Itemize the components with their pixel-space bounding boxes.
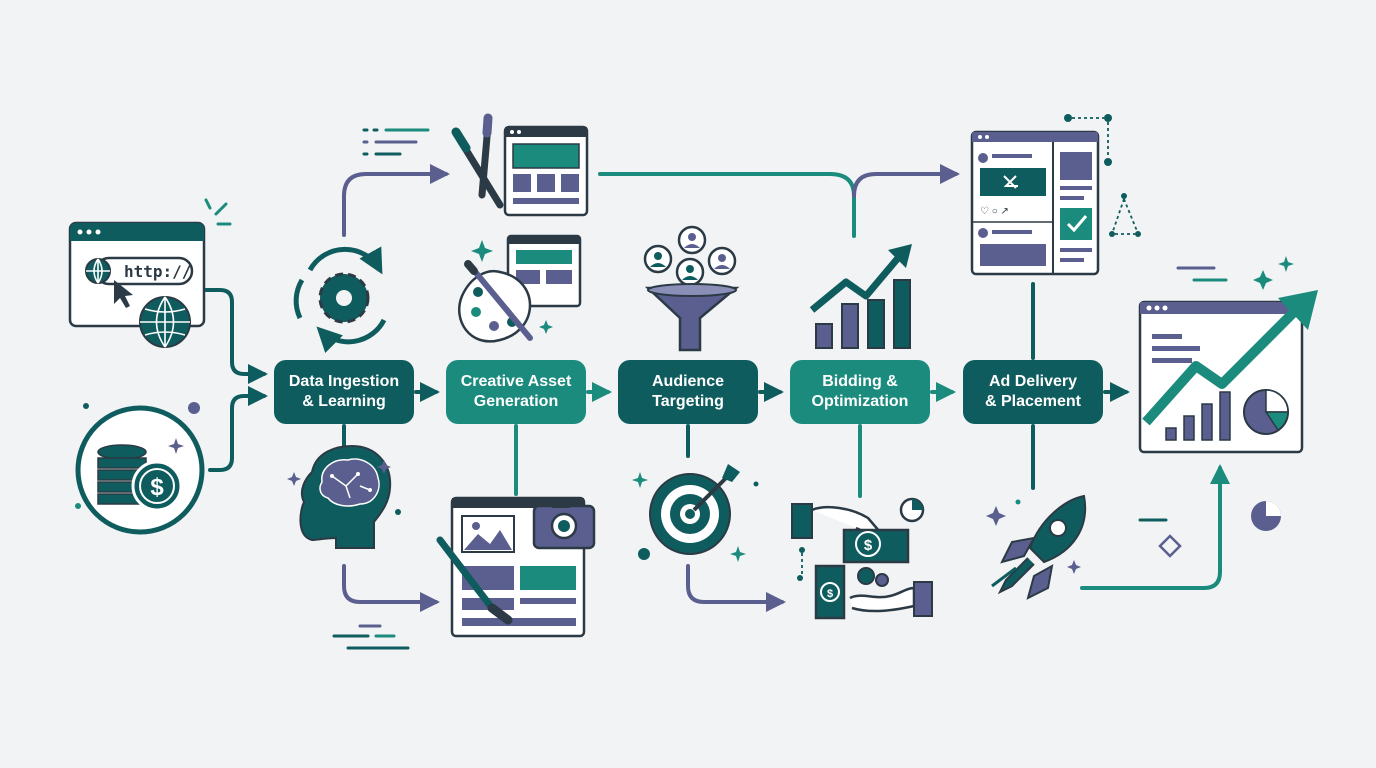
connector-rocket-to-output (1080, 464, 1230, 590)
connector-browser-to-ingestion (204, 288, 268, 384)
bill-dollar-symbol: $ (827, 588, 833, 600)
stage-label-line2: Targeting (652, 393, 724, 410)
stage-label-line1: Audience (651, 373, 724, 390)
stage-label-line1: Data Ingestion (288, 373, 400, 390)
stage-label-line2: Optimization (811, 393, 909, 410)
dollar-symbol: $ (150, 474, 164, 501)
social-feed-icon: ♡ ○ ↗ (970, 130, 1100, 276)
decorations (75, 128, 1294, 650)
sparkle-outline-icon (168, 438, 1081, 574)
connectors (204, 164, 1230, 612)
stage-label-line2: & Learning (302, 393, 386, 410)
globe-icon (139, 296, 191, 348)
stage-data-ingestion[interactable]: Data Ingestion & Learning (274, 360, 414, 424)
connector-coins-to-ingestion (208, 386, 268, 472)
stage-label-line1: Creative Asset (460, 373, 572, 390)
coins-dollar-icon: $ (75, 405, 205, 535)
brain-head-icon (299, 444, 392, 549)
media-editor-icon (436, 496, 596, 638)
reaction-icons: ♡ ○ ↗ (980, 206, 1009, 217)
url-text: http:// (124, 262, 191, 281)
connector-bidding-to-feed (852, 164, 960, 198)
stage-label-line1: Ad Delivery (988, 373, 1078, 390)
connector-brain-to-editor (342, 564, 440, 612)
connector-target-to-money (686, 564, 786, 612)
money-exchange-icon: $ $ (791, 497, 933, 620)
performance-dashboard-icon (1138, 290, 1318, 454)
stage-label-line2: Generation (473, 393, 559, 410)
rocket-icon (991, 494, 1087, 600)
audience-funnel-icon (643, 225, 740, 352)
growth-chart-icon (809, 244, 912, 349)
money-dollar-symbol: $ (864, 537, 873, 554)
connector-creative-to-delivery (598, 172, 856, 238)
gear-cycle-icon (293, 246, 387, 353)
stage-label-line1: Bidding & (822, 373, 898, 390)
connector-ingestion-up (342, 164, 450, 237)
stage-bidding-optimization[interactable]: Bidding & Optimization (790, 360, 930, 424)
stage-label-line2: & Placement (984, 393, 1082, 410)
sparkle-icon (471, 240, 1294, 562)
node-connector-decoration (1064, 114, 1141, 237)
stage-ad-delivery-placement[interactable]: Ad Delivery & Placement (963, 360, 1103, 424)
palette-layout-icon (457, 234, 582, 343)
target-icon (649, 464, 740, 555)
paintbrush-layout-icon (451, 113, 589, 217)
